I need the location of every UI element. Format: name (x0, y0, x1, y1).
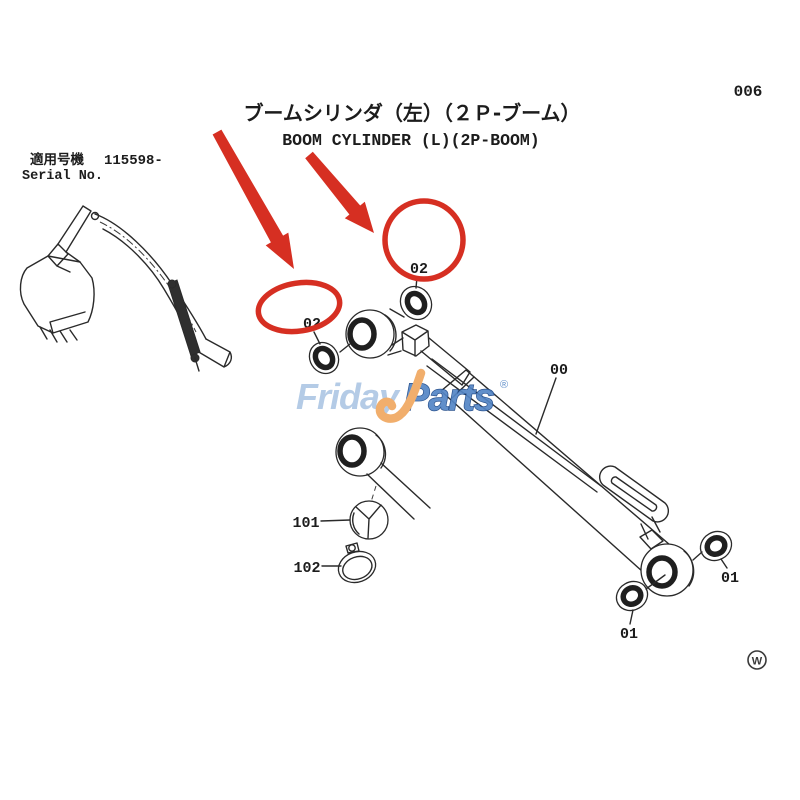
mini-cylinder-rod (194, 357, 200, 372)
rod-eye-bushing (347, 317, 377, 351)
tube-gland-step (451, 376, 475, 399)
watermark-registered: ® (500, 379, 508, 391)
loose-eye-bushing-bore (337, 434, 367, 468)
watermark: Friday Parts ® (296, 368, 508, 423)
bucket-teeth (39, 326, 78, 343)
base-seal-rings (615, 530, 733, 612)
label-101: 101 (292, 515, 319, 532)
bushing-split-notch (352, 504, 382, 539)
loop-bracket (639, 516, 664, 550)
boom-top-pivot (90, 211, 100, 221)
bushing-dashed-leader (370, 485, 377, 503)
leader-02-left (313, 331, 321, 345)
leader-01-right (720, 558, 728, 569)
head-seal-rings (308, 285, 433, 375)
label-02-right: 02 (410, 261, 428, 278)
mini-cylinder-top-pin (167, 279, 177, 289)
bucket-linkage (47, 243, 81, 273)
boom-foot (196, 338, 233, 368)
hose-guide-loop-outer (599, 465, 669, 523)
red-highlight-circle (382, 198, 466, 282)
leader-101 (320, 519, 351, 522)
rod-eye-depth-arc (384, 314, 397, 352)
rod-eye-head (345, 309, 404, 359)
red-arrow-left (212, 129, 294, 269)
serial-block: 適用号機 115598- Serial No. (22, 151, 163, 184)
seal-ring-02-left (312, 345, 336, 371)
hose-guide-loop-inner (610, 476, 658, 512)
page-number: 006 (734, 83, 763, 101)
cylinder-tube (440, 369, 678, 581)
seal-ring-01-left (620, 584, 644, 608)
label-01-right: 01 (721, 570, 739, 587)
label-00: 00 (550, 362, 568, 379)
pipe-lines (426, 358, 602, 493)
base-eye (640, 543, 695, 597)
loose-eye-rod-lines (366, 462, 431, 520)
watermark-parts: Parts (404, 377, 494, 419)
hydraulic-pipe (426, 358, 669, 550)
clamp-band-inner (342, 555, 373, 581)
label-102: 102 (293, 560, 320, 577)
band-clamp-102 (337, 542, 377, 584)
leader-00 (535, 377, 557, 435)
tube-outline (440, 369, 678, 581)
excavator-thumbnail (19, 205, 233, 372)
red-highlight-ellipse (255, 279, 343, 335)
mini-boom-cylinder (167, 279, 201, 357)
bucket-inner-edge (49, 311, 86, 334)
clamp-screw-head (348, 544, 356, 552)
footer-mark-letter: W (752, 656, 763, 668)
seal-01-links (645, 551, 703, 590)
footer-mark: W (747, 650, 767, 670)
loose-rod-eye (335, 427, 431, 520)
serial-label-en: Serial No. (22, 169, 103, 184)
label-01-left: 01 (620, 626, 638, 643)
boom-cylinder-assembly: 00 02 02 01 01 101 102 (292, 261, 739, 643)
leader-01-left (629, 609, 634, 625)
watermark-swoosh (375, 368, 426, 423)
clamp-band-outer (337, 550, 377, 584)
title-japanese: ブームシリンダ（左）（２Ｐ-ブーム） (243, 101, 580, 125)
seal-ring-01-right (704, 534, 728, 558)
footer-mark-circle (747, 650, 767, 670)
clamp-screw (345, 542, 360, 554)
base-eye-bore (646, 555, 678, 589)
neck-to-hex (387, 337, 404, 356)
title-english: BOOM CYLINDER (L)(2P-BOOM) (282, 131, 539, 150)
arm (57, 205, 92, 253)
boom-centerline (99, 221, 197, 333)
split-bushing-101 (349, 500, 389, 540)
base-eye-depth-arc (683, 550, 695, 587)
serial-range: 115598- (104, 153, 163, 169)
red-highlights (212, 129, 466, 335)
seal-ring-02-right (404, 290, 428, 316)
serial-label-jp: 適用号機 (30, 151, 84, 168)
seal-02-links (339, 308, 405, 353)
watermark-friday: Friday (296, 376, 401, 417)
bucket (19, 255, 95, 334)
red-arrow-right (305, 151, 374, 233)
hex-fitting (401, 324, 430, 357)
